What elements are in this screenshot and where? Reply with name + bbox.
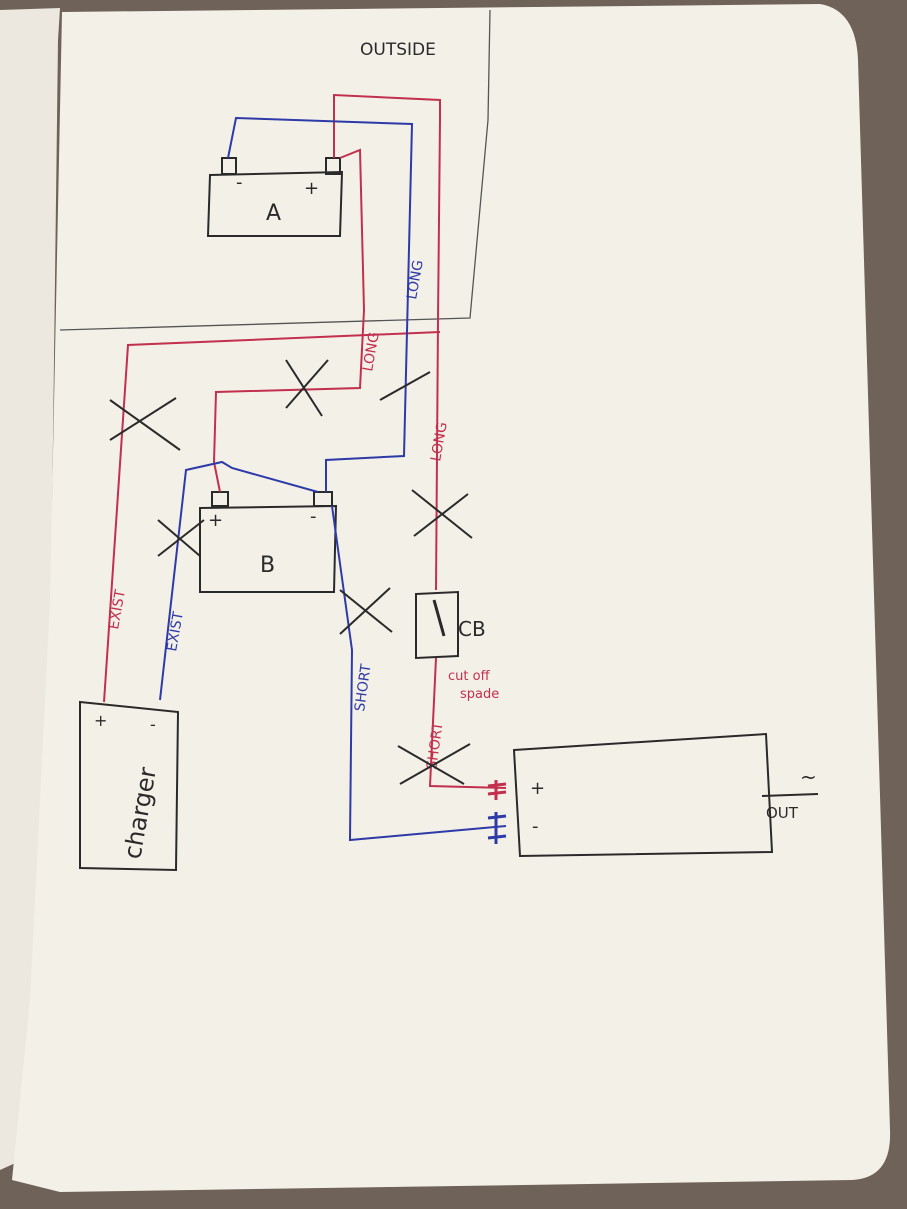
charger-pos-label: +	[94, 711, 107, 730]
charger-box	[79, 700, 180, 872]
red-wires	[103, 93, 507, 789]
load-pos-label: +	[530, 778, 545, 799]
circuit-breaker	[415, 590, 459, 660]
charger-neg-label: -	[150, 715, 156, 734]
wire-label-long-a-blue: LONG	[404, 259, 427, 301]
wire-label-long-a-red: LONG	[360, 331, 383, 373]
battery-a-neg-label: -	[236, 172, 243, 193]
load-box	[512, 732, 819, 858]
outside-boundary	[59, 9, 491, 331]
blue-wires	[159, 116, 507, 842]
battery-b	[199, 491, 338, 593]
wire-label-short-blue: SHORT	[352, 663, 375, 713]
battery-a-pos-label: +	[304, 178, 319, 199]
wire-label-long-b-red: LONG	[428, 421, 451, 463]
load-neg-label: -	[532, 816, 539, 837]
breaker-label: CB	[458, 617, 486, 641]
breaker-note-line2: spade	[460, 687, 499, 702]
notebook-page	[12, 4, 891, 1192]
outside-label: OUTSIDE	[360, 40, 436, 60]
cross-marks	[109, 359, 473, 785]
breaker-note-line1: cut off	[448, 669, 491, 684]
load-terminal-marks	[487, 780, 507, 844]
battery-b-label: B	[260, 553, 275, 578]
load-out-label: OUT	[766, 804, 799, 822]
battery-b-pos-label: +	[208, 510, 223, 531]
battery-b-neg-label: -	[310, 506, 317, 527]
wire-label-short-red: SHORT	[424, 721, 447, 771]
battery-a-label: A	[266, 201, 281, 226]
wire-label-exist-red: EXIST	[106, 588, 129, 631]
wire-label-exist-blue: EXIST	[164, 610, 187, 653]
load-ac-symbol: ~	[800, 765, 817, 789]
